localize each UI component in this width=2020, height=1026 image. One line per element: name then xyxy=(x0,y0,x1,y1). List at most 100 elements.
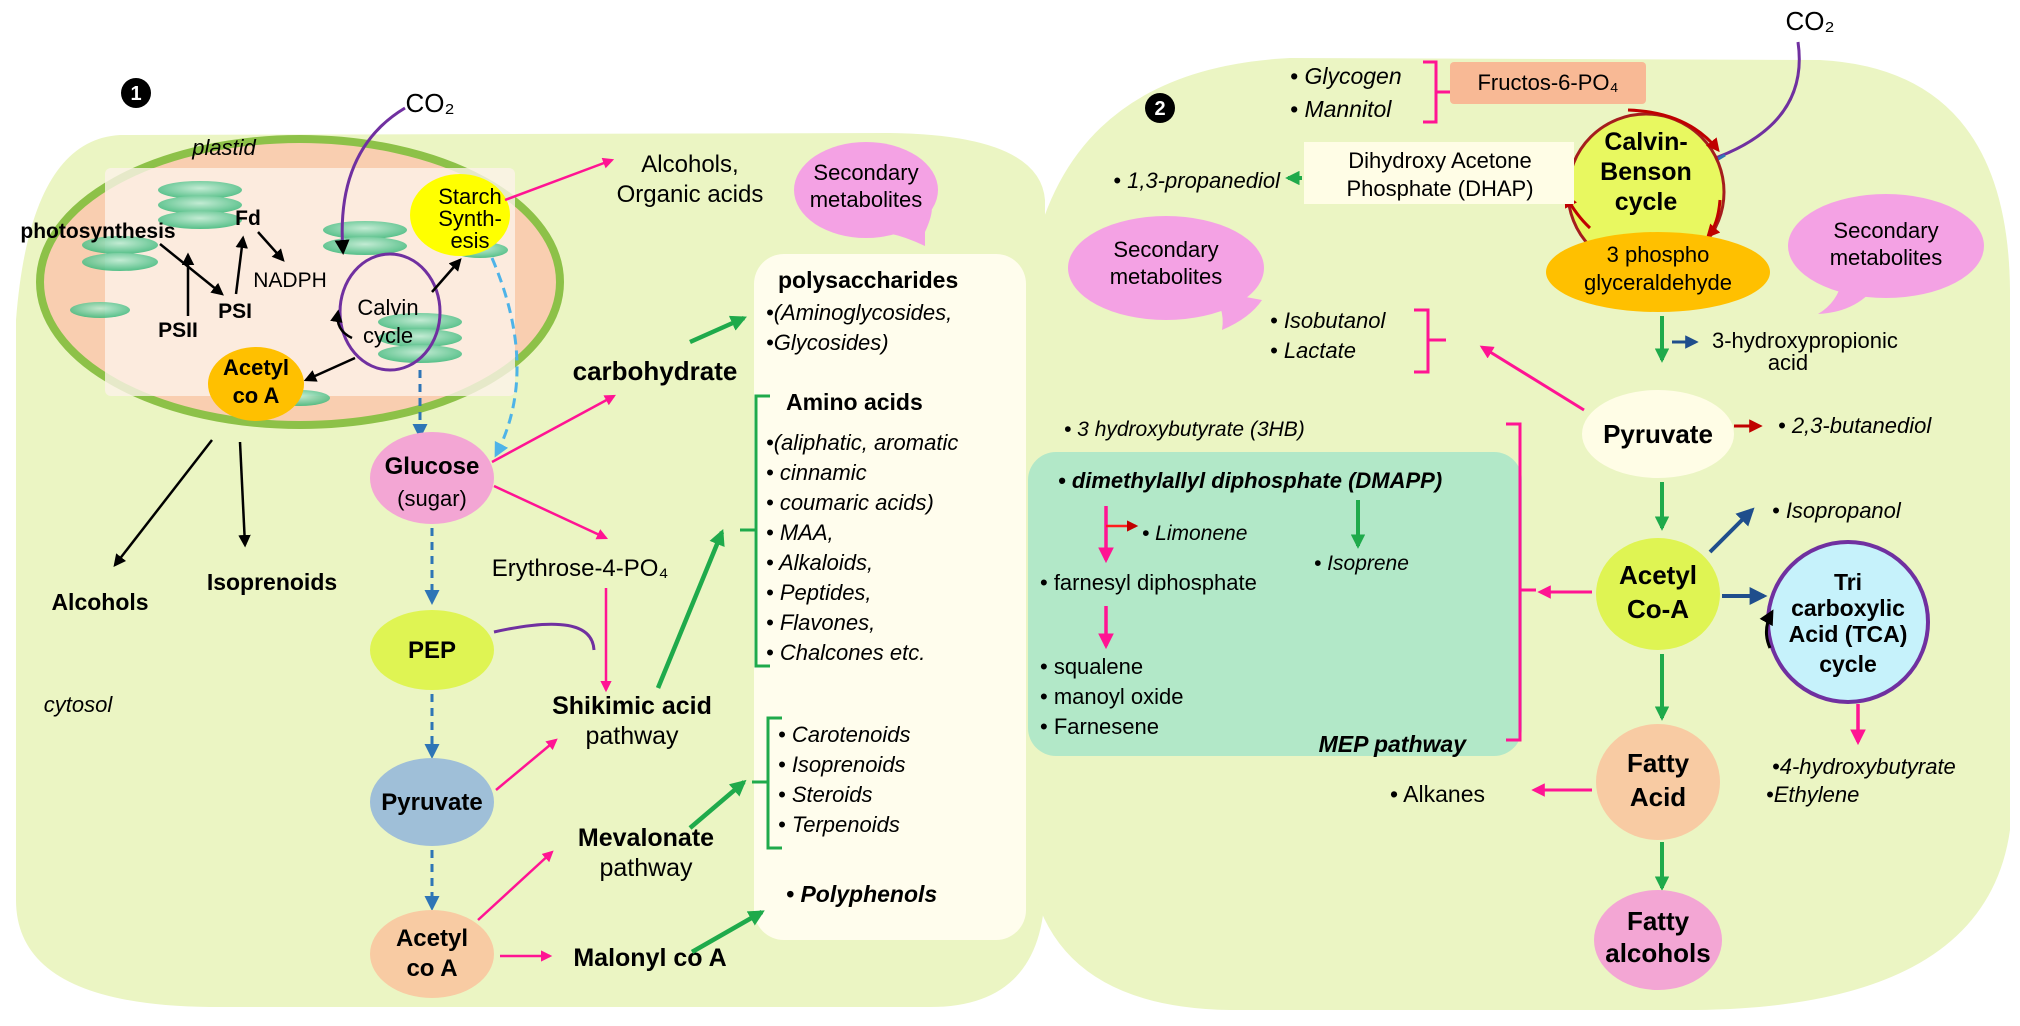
secondary-metabolites-ellipse-2 xyxy=(1068,216,1264,320)
acetyl-line-1: Acetyl xyxy=(396,925,468,952)
calvin-benson-line-3: cycle xyxy=(1615,188,1678,216)
secondary-metabolites-ellipse-3 xyxy=(1788,194,1984,298)
cytosol-label: cytosol xyxy=(44,692,114,717)
alcohols-organic-line-1: Alcohols, xyxy=(641,151,738,178)
shikimic-line-1: Shikimic acid xyxy=(552,692,712,720)
glycogen-bracket xyxy=(1423,60,1450,124)
alcohols-label: Alcohols xyxy=(51,589,148,615)
terp-item-2: • Isoprenoids xyxy=(778,752,906,777)
calvin-benson-arrow-2 xyxy=(1706,199,1722,238)
acetyl-coa-node xyxy=(370,910,494,998)
mep-bracket xyxy=(1506,422,1536,742)
acetyl-coa-plastid-node xyxy=(208,347,304,421)
starch-to-glucose-dashed xyxy=(490,257,519,458)
mevalonate-line-1: Mevalonate xyxy=(578,824,714,852)
isopropanol-item: • Isopropanol xyxy=(1772,498,1902,523)
calvin-line-2: cycle xyxy=(363,323,413,348)
acetyl-line-2: co A xyxy=(406,955,457,982)
terp-item-3: • Steroids xyxy=(778,782,873,807)
dhap-line-1: Dihydroxy Acetone xyxy=(1348,148,1531,173)
acetyl-to-isopropanol-arrow xyxy=(1708,507,1755,554)
fructose-label: Fructos-6-PO₄ xyxy=(1477,70,1618,95)
amino-item-8: • Chalcones etc. xyxy=(766,640,925,665)
calvin-loop-arrow xyxy=(330,309,353,340)
hydroxypropionic-line-2: acid xyxy=(1768,350,1808,375)
secondary-3-line-2: metabolites xyxy=(1830,245,1943,270)
hydroxybutyrate4-item: •4-hydroxybutyrate xyxy=(1772,754,1956,779)
acetyl-2-line-2: Co-A xyxy=(1627,594,1689,624)
butanediol-item: • 2,3-butanediol xyxy=(1778,413,1932,438)
terp-item-4: • Terpenoids xyxy=(778,812,900,837)
pyruvate-node-2 xyxy=(1582,390,1734,478)
tca-line-3: Acid (TCA) xyxy=(1789,621,1908,647)
starch-line-3: esis xyxy=(450,228,489,253)
isoprene-item: • Isoprene xyxy=(1314,552,1409,575)
polyphenols-item: • Polyphenols xyxy=(786,881,937,907)
co2-label-2: CO₂ xyxy=(1785,6,1834,36)
farnesene-item: • Farnesene xyxy=(1040,714,1159,739)
pyruvate-2-label: Pyruvate xyxy=(1603,419,1713,449)
alcohols-organic-line-2: Organic acids xyxy=(617,181,764,208)
photosynthesis-label: photosynthesis xyxy=(20,220,175,243)
mannitol-item: • Mannitol xyxy=(1290,96,1392,122)
pep-node xyxy=(370,610,494,690)
carbohydrate-label: carbohydrate xyxy=(573,356,738,386)
g3p-line-1: 3 phospho xyxy=(1607,242,1710,267)
badge-2 xyxy=(1145,93,1175,123)
glucose-label: Glucose xyxy=(385,453,480,480)
amino-item-4: • MAA, xyxy=(766,520,834,545)
ethylene-item: •Ethylene xyxy=(1766,782,1859,807)
pep-label: PEP xyxy=(408,637,456,664)
tca-loop-arrow xyxy=(1759,609,1774,649)
sugar-label: (sugar) xyxy=(397,486,467,511)
dhap-line-2: Phosphate (DHAP) xyxy=(1346,176,1533,201)
psi-label: PSI xyxy=(218,300,252,323)
fatty-alcohols-node xyxy=(1594,890,1722,990)
dmapp-item: • dimethylallyl diphosphate (DMAPP) xyxy=(1058,468,1442,493)
secondary-metabolites-ellipse-1 xyxy=(794,142,938,238)
calvin-line-1: Calvin xyxy=(357,295,418,320)
glucose-to-carbohydrate-arrow xyxy=(491,394,616,464)
plastid-to-alcohols-arrow xyxy=(113,439,213,567)
lactate-item: • Lactate xyxy=(1270,338,1356,363)
calvin-to-acetyl-arrow xyxy=(303,356,356,382)
glycogen-item: • Glycogen xyxy=(1290,63,1402,89)
fatty-acid-line-2: Acid xyxy=(1630,782,1686,812)
fatty-alcohols-line-1: Fatty xyxy=(1627,906,1690,936)
calvin-to-starch-arrow xyxy=(431,258,462,293)
tca-line-2: carboxylic xyxy=(1791,595,1905,621)
fatty-acid-line-1: Fatty xyxy=(1627,748,1690,778)
acetyl-to-mevalonate-arrow xyxy=(477,850,554,921)
secondary-2-line-2: metabolites xyxy=(1110,264,1223,289)
psii-label: PSII xyxy=(158,319,198,342)
limonene-item: • Limonene xyxy=(1142,522,1247,545)
erythrose-label: Erythrose-4-PO₄ xyxy=(492,555,669,582)
shikimic-line-2: pathway xyxy=(585,722,679,750)
co2-label-1: CO₂ xyxy=(405,88,454,118)
propanediol-item: • 1,3-propanediol xyxy=(1113,168,1281,193)
polysaccharides-item-2: •Glycosides) xyxy=(766,330,889,355)
fd-label: Fd xyxy=(235,207,261,230)
pyruvate-label: Pyruvate xyxy=(381,789,482,816)
fatty-alcohols-line-2: alcohols xyxy=(1605,938,1710,968)
manoyl-item: • manoyl oxide xyxy=(1040,684,1183,709)
plastid-to-isoprenoids-arrow xyxy=(238,441,251,548)
co2-to-calvin-arrow xyxy=(334,106,406,255)
secondary-1-line-2: metabolites xyxy=(810,187,923,212)
alkanes-item: • Alkanes xyxy=(1390,781,1485,807)
squalene-item: • squalene xyxy=(1040,654,1143,679)
amino-acids-title: Amino acids xyxy=(786,389,923,415)
starch-line-2: Synth- xyxy=(438,206,502,231)
amino-acids-bracket xyxy=(740,394,770,668)
amino-item-6: • Peptides, xyxy=(766,580,872,605)
tca-line-4: cycle xyxy=(1819,651,1877,677)
pyruvate-to-isobutanol-arrow xyxy=(1479,345,1585,412)
fatty-acid-node xyxy=(1596,724,1720,840)
hydroxypropionic-line-1: 3-hydroxypropionic xyxy=(1712,328,1898,353)
mevalonate-line-2: pathway xyxy=(599,854,693,882)
tca-line-1: Tri xyxy=(1834,569,1862,595)
secondary-3-line-1: Secondary xyxy=(1833,218,1938,243)
secondary-2-line-1: Secondary xyxy=(1113,237,1218,262)
